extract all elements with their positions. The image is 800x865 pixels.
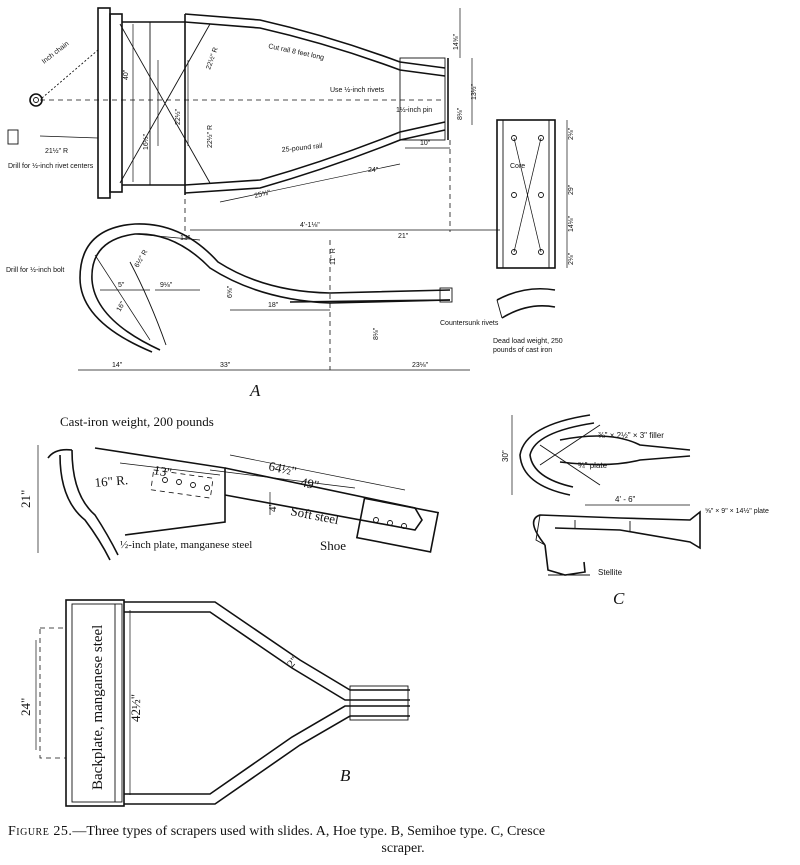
panel-c-label: C: [613, 589, 625, 608]
dim-6-radius: 6½" R: [133, 248, 150, 269]
dim-16b: 16": [116, 300, 127, 313]
plate2-c-label: ⅝" × 9" × 14½" plate: [705, 507, 769, 515]
dim-6: 6⅝": [227, 285, 234, 298]
dim-24: 24": [368, 167, 379, 174]
backplate-label: Backplate, manganese steel: [90, 625, 106, 790]
dim-40: 40": [123, 69, 130, 80]
panel-a-top-view: Inch chain Cut rail 8 feet long Use ½-in…: [7, 7, 500, 240]
dim-2b: 2⅛": [568, 252, 575, 265]
dim-18: 18": [268, 302, 279, 309]
drill-bolt-label: Drill for ½-inch bolt: [6, 266, 64, 274]
pound-rail-label: 25-pound rail: [281, 143, 323, 154]
dim-22-radius-b: 22½" R: [206, 125, 214, 148]
radius-16-label: 16" R.: [94, 472, 129, 490]
scraper-drawings: Inch chain Cut rail 8 feet long Use ½-in…: [6, 7, 769, 807]
dim-2a: 2⅛": [568, 127, 575, 140]
dim-30-c: 30": [501, 450, 510, 462]
dim-21: 21": [398, 233, 409, 240]
core-label: Core: [510, 163, 525, 170]
soft-steel-label: Soft steel: [289, 503, 340, 527]
dim-14: 14": [112, 362, 123, 369]
dim-64-b: 64½": [267, 458, 298, 479]
dim-21-radius: 21½" R: [45, 147, 68, 155]
pin-label: 1½-inch pin: [396, 106, 432, 114]
dim-23: 23⅛": [412, 362, 429, 369]
dim-29: 29": [568, 184, 575, 195]
dim-13: 13": [180, 235, 191, 242]
dim-13-b: 13": [152, 462, 173, 480]
inch-chain-label: Inch chain: [41, 40, 71, 65]
dead-load-label-2: pounds of cast iron: [493, 347, 552, 354]
panel-b-label: B: [340, 766, 351, 785]
plate-label: ½-inch plate, manganese steel: [120, 539, 252, 551]
stellite-label: Stellite: [598, 568, 623, 577]
panel-b-plan-view: Backplate, manganese steel 24" 42½" 2": [18, 599, 410, 807]
dead-load-label-1: Dead load weight, 250: [493, 338, 563, 345]
dim-10: 10": [420, 140, 431, 147]
dim-4-6-c: 4' - 6": [615, 495, 636, 504]
figure-caption-line2: scraper.: [381, 841, 425, 856]
dim-49-b: 49": [299, 474, 320, 492]
dim-21-b: 21": [18, 490, 33, 508]
cut-rail-label: Cut rail 8 feet long: [268, 43, 325, 62]
panel-a-side-view: Drill for ½-inch bolt Countersunk rivets…: [6, 223, 499, 371]
panel-b-side-view: Cast-iron weight, 200 pounds 16" R. 13" …: [18, 414, 440, 561]
dim-11-radius: 11" R: [330, 248, 337, 265]
dim-5: 5": [118, 282, 125, 289]
dim-4-b: 4": [267, 502, 279, 512]
dim-33: 33": [220, 362, 231, 369]
shoe-label: Shoe: [320, 538, 346, 553]
dim-24-b: 24": [18, 698, 33, 716]
dim-14b: 14⅛": [568, 215, 575, 232]
cast-iron-weight-label: Cast-iron weight, 200 pounds: [60, 414, 214, 429]
countersunk-label: Countersunk rivets: [440, 320, 499, 327]
dim-14-top: 14⅝": [453, 33, 460, 50]
filler-label: ⅜" × 2½" × 3" filler: [598, 431, 664, 440]
panel-a-weight-detail: Core 29" 14⅛" 2⅛" 2⅛" Dead load weight, …: [493, 119, 575, 354]
drill-rivet-label: Drill for ½-inch rivet centers: [8, 162, 94, 170]
dim-8-top: 8⅛": [457, 107, 464, 120]
panel-a-label: A: [249, 381, 261, 400]
dim-2-b: 2": [285, 655, 301, 670]
dim-4-1: 4'-1⅛": [300, 222, 320, 229]
figure-caption-line1: —Three types of scrapers used with slide…: [72, 824, 546, 839]
figure-caption-prefix: Figure 25.: [8, 824, 73, 839]
dim-22: 22½": [174, 108, 182, 125]
dim-9: 9⅛": [160, 282, 173, 289]
dim-8b: 8⅛": [373, 327, 380, 340]
dim-13-top: 13½": [470, 83, 478, 100]
panel-c-views: ⅜" × 2½" × 3" filler ¾" plate 30" 4' - 6…: [501, 414, 769, 577]
figure-caption: Figure 25.—Three types of scrapers used …: [8, 823, 798, 857]
plate-c-label: ¾" plate: [578, 461, 608, 470]
dim-16: 16½": [142, 133, 150, 150]
dim-42-b: 42½": [128, 694, 143, 722]
use-rivets-label: Use ½-inch rivets: [330, 86, 385, 94]
dim-25: 25⅝": [254, 189, 272, 200]
dim-22-radius-a: 22½" R: [204, 46, 219, 70]
